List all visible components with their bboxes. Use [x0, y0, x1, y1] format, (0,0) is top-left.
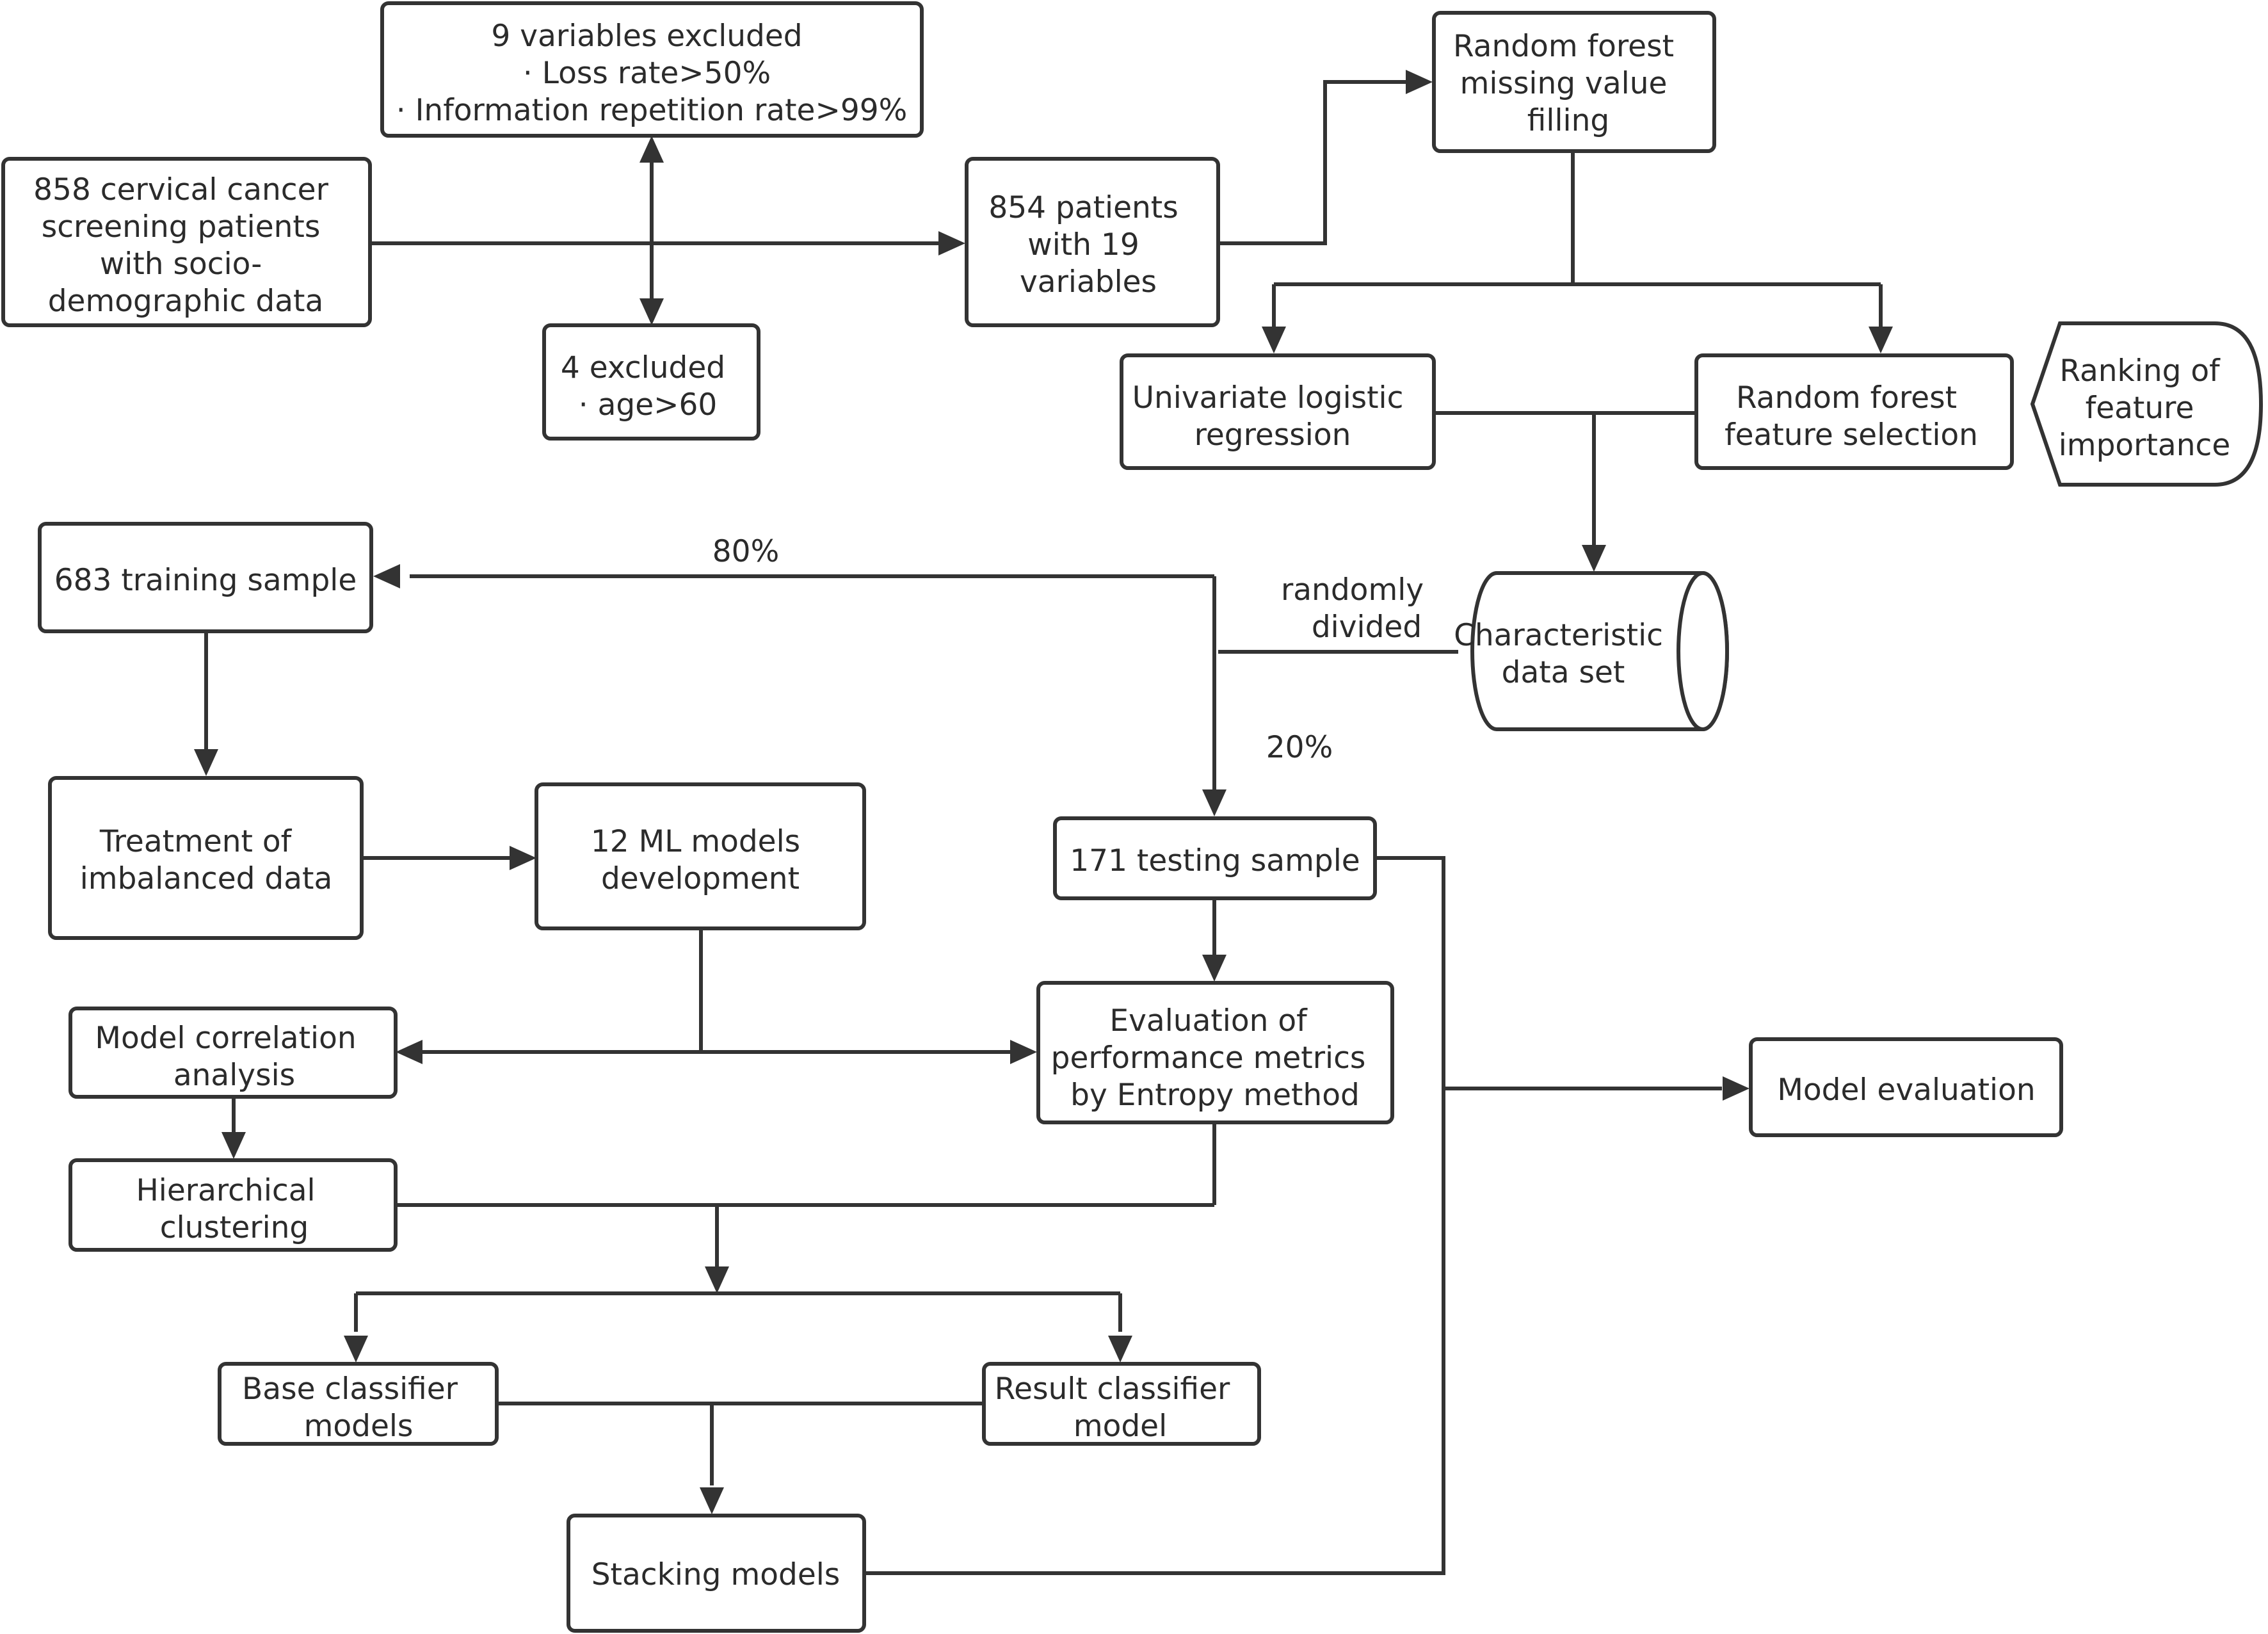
arrowhead-to-base — [344, 1336, 368, 1363]
label-model-eval: Model evaluation — [1777, 1072, 2035, 1108]
box-screening — [1, 157, 372, 327]
edge-label-20pct: 20% — [1266, 730, 1333, 765]
arrowhead-to-training — [373, 564, 400, 588]
box-hierarchical — [68, 1158, 398, 1252]
label-training: 683 training sample — [54, 563, 357, 598]
arrowhead-to-rfselect — [1869, 327, 1893, 353]
arrowhead-to-correlation — [396, 1040, 422, 1064]
label-mlmodels: 12 ML models development — [591, 824, 810, 896]
label-result: Result classifier model — [995, 1371, 1240, 1444]
box-training — [38, 522, 373, 633]
arrowhead-to-stacking — [700, 1487, 724, 1514]
label-char-dataset: Characteristic data set — [1454, 618, 1673, 690]
arrowhead-to-excluded4 — [639, 298, 664, 325]
connectors — [204, 80, 1883, 1575]
label-entropy: Evaluation of performance metrics by Ent… — [1051, 1003, 1376, 1113]
arrowhead-to-testing — [1202, 789, 1226, 816]
label-rfselect: Random forest feature selection — [1725, 380, 1978, 453]
label-ranking: Ranking of feature importance — [2059, 353, 2231, 463]
box-mlmodels — [535, 782, 866, 930]
arrowhead-to-univariate — [1262, 327, 1286, 353]
edge-label-randomly-divided: randomly divided — [1281, 572, 1433, 645]
node-labels: 858 cervical cancer screening patients w… — [33, 19, 2230, 1592]
edge-testing-to-eval — [865, 856, 1445, 1575]
label-stacking: Stacking models — [591, 1557, 840, 1592]
edge-label-80pct: 80% — [712, 534, 779, 569]
arrowhead-to-result — [1108, 1336, 1132, 1363]
arrowhead-to-excluded9 — [639, 136, 664, 163]
box-entropy — [1036, 981, 1394, 1124]
arrowhead-to-mlmodels — [510, 846, 536, 870]
box-imbalanced — [48, 776, 364, 940]
box-base — [218, 1362, 499, 1446]
arrowhead-to-entropy-top — [1202, 955, 1226, 982]
arrowhead-to-model-eval — [1723, 1076, 1749, 1101]
arrowhead-to-imbalanced — [194, 749, 218, 776]
arrowhead-to-hierarchical — [221, 1132, 246, 1159]
arrowhead-to-classifier-split — [705, 1266, 729, 1293]
arrowhead-to-entropy-left — [1010, 1040, 1037, 1064]
box-rffill — [1432, 11, 1716, 153]
label-univariate: Univariate logistic regression — [1132, 380, 1413, 453]
box-univariate — [1120, 353, 1436, 470]
box-excluded9 — [380, 1, 924, 138]
label-excluded4: 4 excluded · age>60 — [561, 350, 735, 423]
label-base: Base classifier models — [242, 1371, 467, 1444]
label-excluded9: 9 variables excluded · Loss rate>50% · I… — [396, 19, 908, 128]
label-testing: 171 testing sample — [1070, 843, 1360, 878]
box-correlation — [68, 1007, 398, 1099]
box-ranking — [2030, 321, 2264, 487]
arrowhead-to-rffill — [1406, 70, 1433, 94]
box-result — [982, 1362, 1261, 1446]
label-rffill: Random forest missing value filling — [1453, 29, 1684, 138]
arrowhead-to-dataset — [1582, 545, 1606, 572]
box-rfselect — [1694, 353, 2014, 470]
box-char-dataset — [1470, 571, 1729, 731]
label-screening: 858 cervical cancer screening patients w… — [33, 172, 338, 319]
box-testing — [1053, 816, 1377, 900]
label-imbalanced: Treatment of imbalanced data — [80, 824, 333, 896]
edge-labels: 80% randomly divided 20% — [712, 534, 1433, 765]
label-correlation: Model correlation analysis — [95, 1021, 366, 1093]
box-patients854 — [965, 157, 1220, 327]
arrowheads — [194, 70, 1893, 1514]
label-hierarchical: Hierarchical clustering — [136, 1173, 325, 1245]
box-model-eval — [1749, 1037, 2063, 1137]
box-excluded4 — [542, 323, 760, 441]
edge-patients-to-rffill — [1218, 80, 1415, 245]
label-patients854: 854 patients with 19 variables — [988, 190, 1187, 300]
box-stacking — [567, 1514, 866, 1633]
arrowhead-to-patients — [938, 231, 965, 255]
